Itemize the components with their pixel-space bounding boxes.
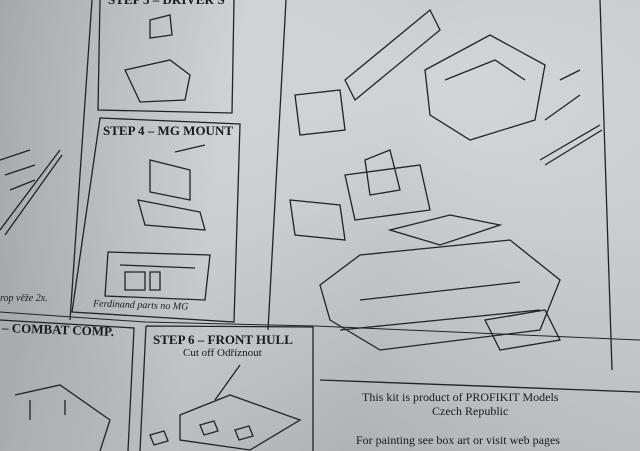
divider-line — [599, 0, 613, 371]
left-note: rop věže 2x. — [0, 293, 48, 304]
side-armor-drawing — [344, 8, 441, 102]
small-part — [149, 430, 169, 446]
footer-line-3: For painting see box art or visit web pa… — [356, 433, 560, 447]
step4-box — [71, 117, 241, 323]
footer-line-1: This kit is product of PROFIKIT Models — [362, 390, 559, 404]
mg-mount-drawing — [137, 144, 206, 231]
combat-comp-drawing — [14, 384, 111, 451]
step4-inset-box — [104, 251, 211, 301]
divider-line — [0, 311, 640, 341]
step6-title: STEP 6 – FRONT HULL — [153, 332, 293, 347]
divider-line — [267, 0, 287, 331]
track-parts-drawing — [539, 69, 603, 166]
rear-plate-drawing — [484, 309, 561, 351]
hull-plate — [387, 214, 503, 246]
superstructure-drawing — [424, 34, 546, 141]
cut-arrow — [214, 364, 241, 401]
step3-box — [97, 0, 235, 114]
divider-line — [69, 0, 93, 321]
side-parts-drawing — [289, 89, 346, 241]
step6-note: Cut off Odříznout — [183, 347, 262, 359]
turret-parts-drawing — [0, 149, 63, 236]
front-hull-drawing — [179, 394, 302, 451]
hull-detail — [339, 281, 541, 331]
step4-title: STEP 4 – MG MOUNT — [103, 123, 234, 138]
footer-box — [319, 379, 640, 393]
driver-parts-drawing — [124, 14, 191, 103]
fighting-compartment-drawing — [344, 149, 431, 221]
step5-box — [0, 319, 135, 451]
step3-title: STEP 3 – DRIVER'S — [108, 0, 225, 8]
mg-inset-drawing — [119, 264, 196, 291]
footer-line-2: Czech Republic — [432, 404, 509, 418]
step6-box — [139, 325, 314, 451]
hull-drawing — [319, 239, 561, 351]
